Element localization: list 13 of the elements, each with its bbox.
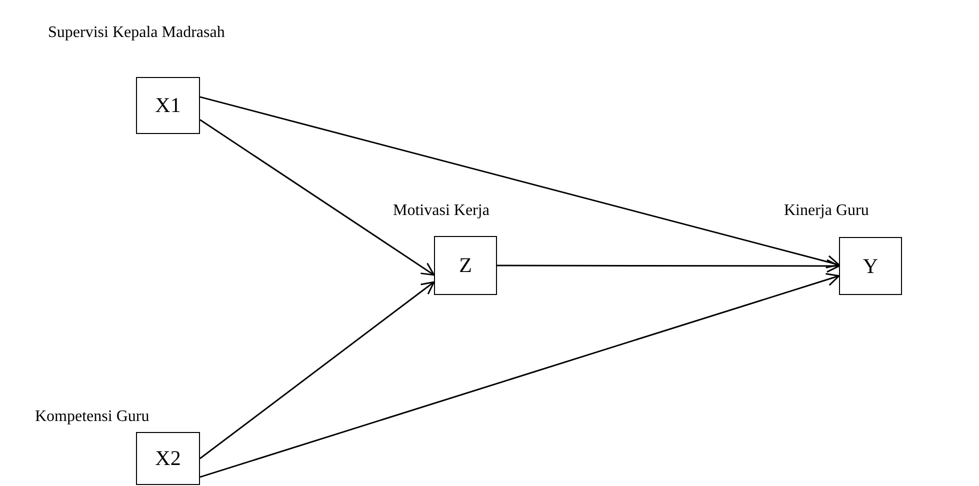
arrow (200, 119, 435, 276)
variable-label: Supervisi Kepala Madrasah (48, 23, 225, 43)
arrow (200, 96, 840, 268)
variable-box: X1 (136, 77, 200, 134)
variable-label: Kompetensi Guru (35, 407, 150, 427)
arrow (200, 273, 840, 478)
variable-box: Z (434, 236, 497, 295)
arrow (497, 259, 840, 273)
arrow (200, 281, 435, 460)
variable-label: Motivasi Kerja (393, 201, 490, 221)
variable-box: Y (839, 237, 902, 295)
variable-label: Kinerja Guru (784, 201, 869, 221)
variable-box: X2 (136, 432, 200, 485)
